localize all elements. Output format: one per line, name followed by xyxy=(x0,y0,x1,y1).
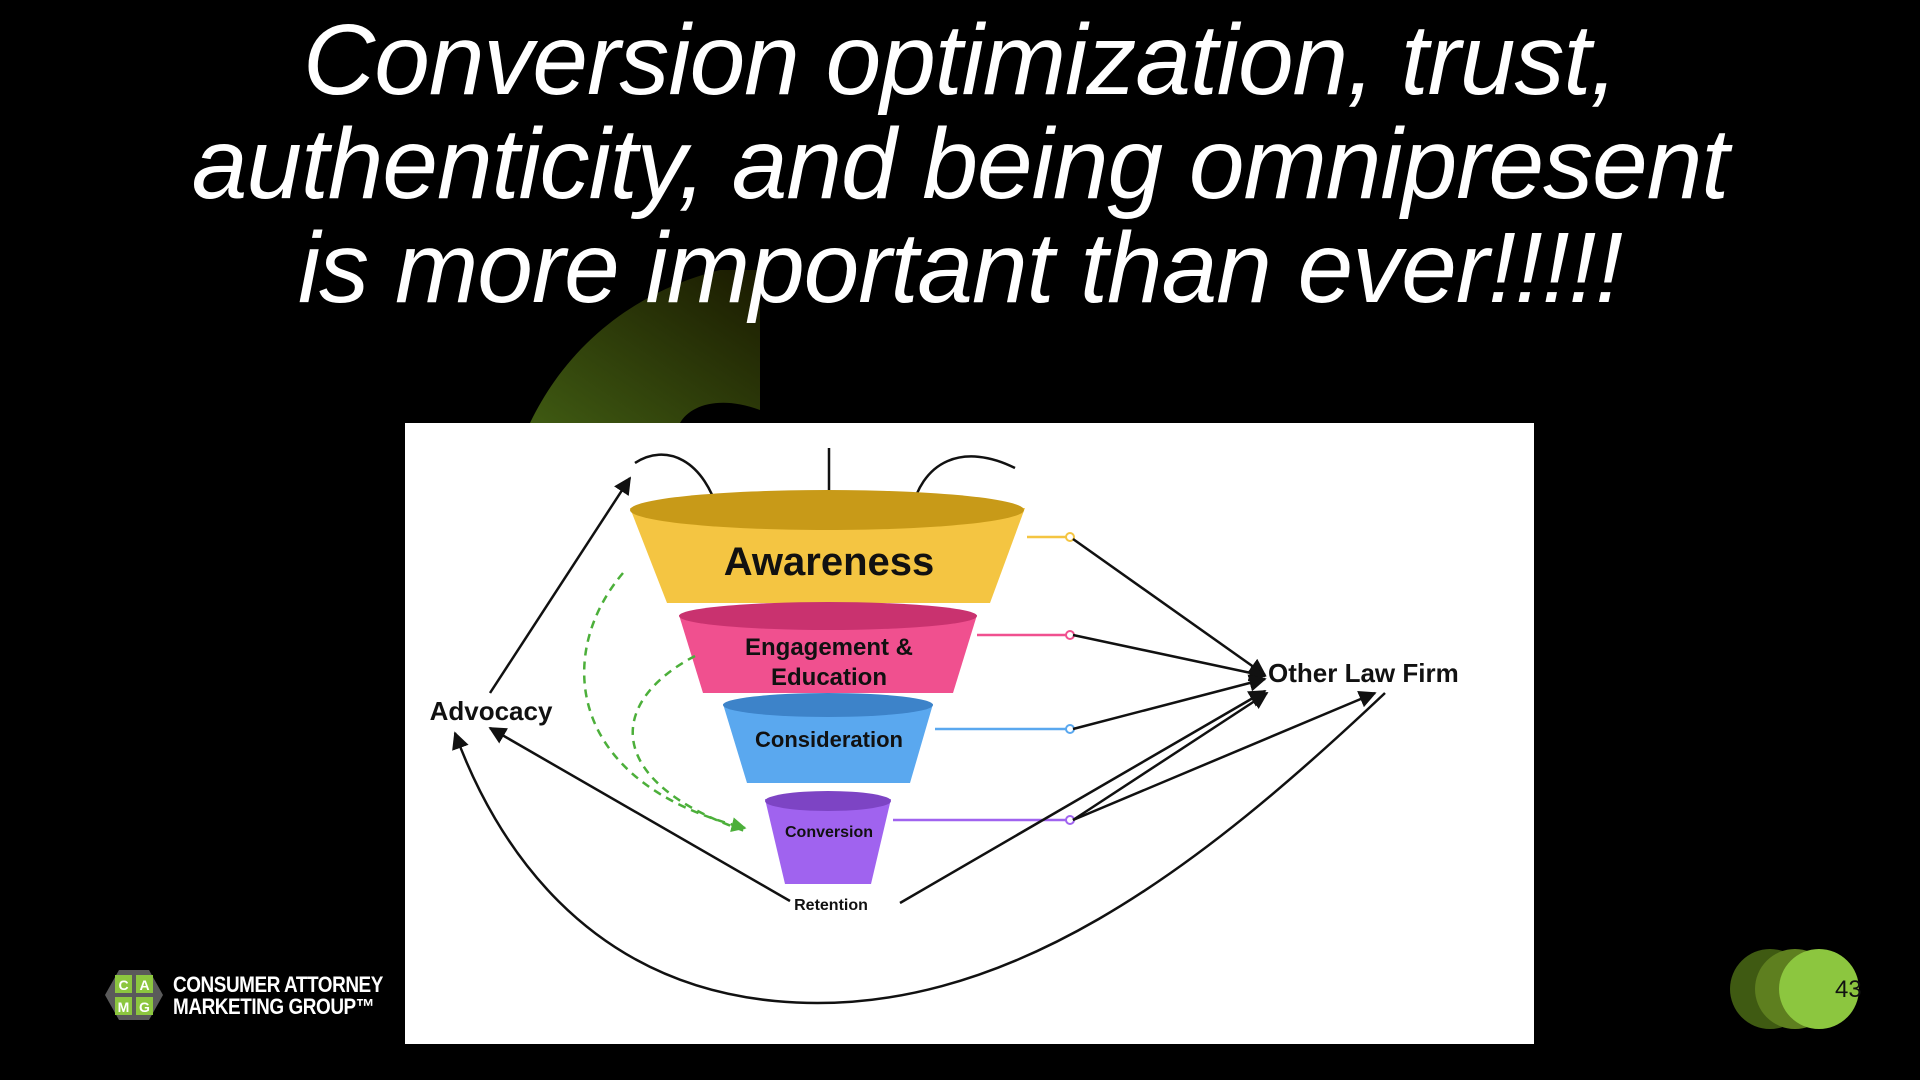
logo-line-2: MARKETING GROUP™ xyxy=(173,996,383,1018)
svg-text:M: M xyxy=(118,999,130,1015)
svg-text:A: A xyxy=(139,977,149,993)
page-number-badge xyxy=(1720,944,1870,1064)
stage-label-awareness: Awareness xyxy=(724,540,935,584)
retention-label: Retention xyxy=(794,897,868,914)
funnel-stage-consideration: Consideration xyxy=(723,693,933,783)
stage-label-engagement-1: Engagement & xyxy=(745,634,913,661)
funnel-stage-awareness: Awareness xyxy=(630,490,1025,603)
company-logo: C A M G CONSUMER ATTORNEY MARKETING GROU… xyxy=(105,968,405,1022)
svg-text:G: G xyxy=(139,999,150,1015)
funnel-stage-conversion: Conversion xyxy=(765,791,891,884)
title-line-1: Conversion optimization, trust, xyxy=(80,8,1840,112)
title-line-3: is more important than ever!!!!! xyxy=(80,216,1840,320)
page-number: 43 xyxy=(1835,978,1862,1002)
title-line-2: authenticity, and being omnipresent xyxy=(80,112,1840,216)
svg-text:C: C xyxy=(118,977,128,993)
competitor-label: Other Law Firm xyxy=(1268,658,1459,688)
stage-label-consideration: Consideration xyxy=(755,727,903,752)
marketing-funnel-diagram: Awareness Engagement & Education Conside… xyxy=(405,423,1534,1044)
stage-label-conversion: Conversion xyxy=(785,824,873,841)
camg-logo-mark: C A M G xyxy=(105,968,163,1022)
logo-wordmark: CONSUMER ATTORNEY MARKETING GROUP™ xyxy=(173,974,383,1018)
logo-line-1: CONSUMER ATTORNEY xyxy=(173,974,383,996)
slide-title: Conversion optimization, trust, authenti… xyxy=(80,8,1840,320)
funnel-stage-engagement: Engagement & Education xyxy=(679,602,977,693)
advocacy-label: Advocacy xyxy=(430,696,553,726)
stage-label-engagement-2: Education xyxy=(771,664,887,691)
